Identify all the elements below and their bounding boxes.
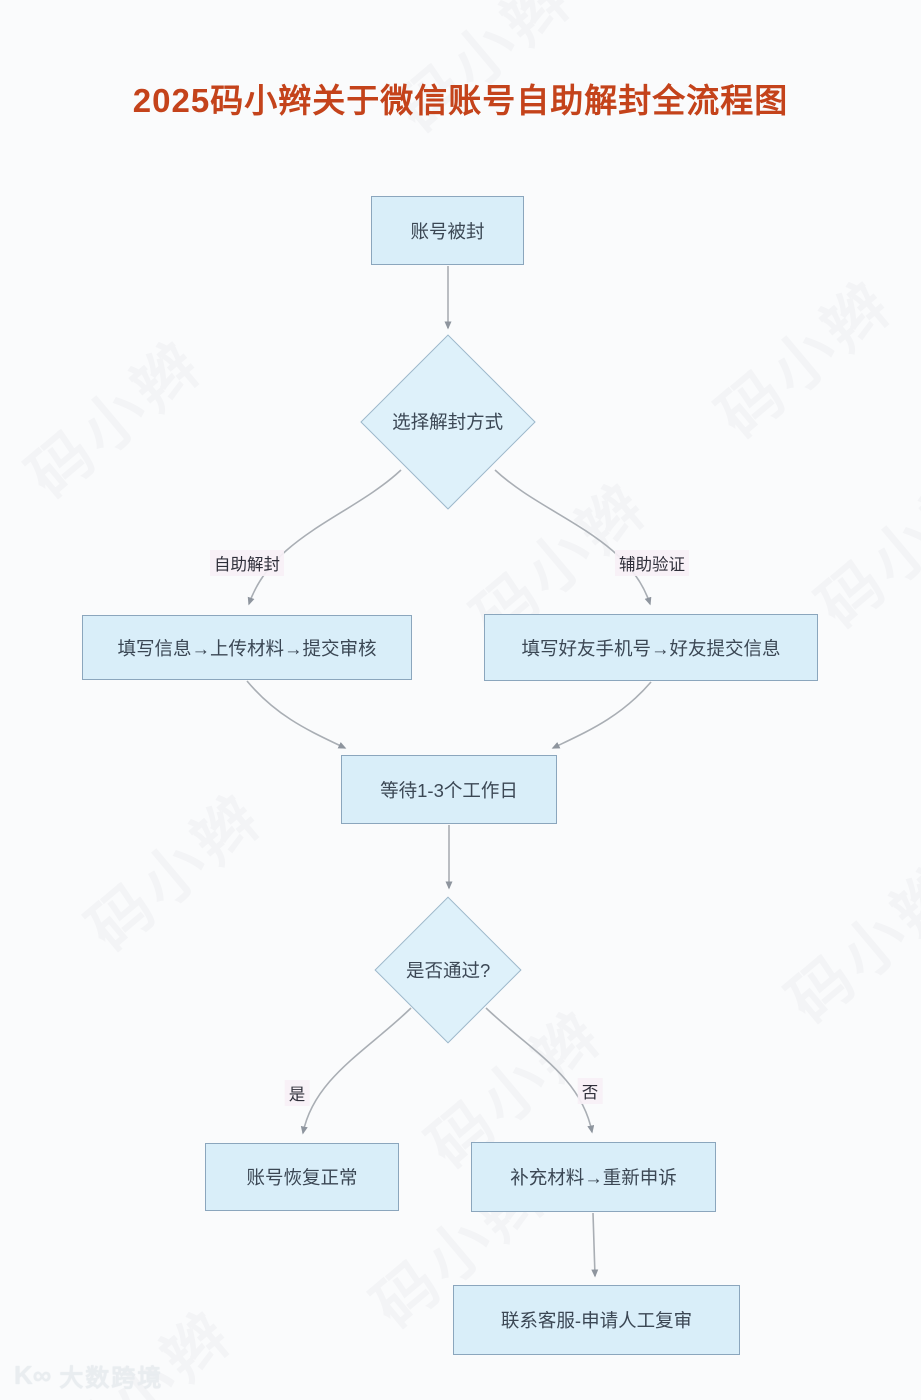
edge-label-assist: 辅助验证 <box>615 550 689 576</box>
brand-watermark-label: 大数跨境 <box>59 1365 164 1392</box>
node-contact-support: 联系客服-申请人工复审 <box>453 1285 740 1355</box>
edge-assist-to-wait <box>551 681 652 749</box>
node-resubmit: 补充材料→重新申诉 <box>471 1142 716 1212</box>
brand-watermark: K∞ 大数跨境 <box>14 1358 163 1393</box>
edge-label-self-service: 自助解封 <box>210 550 284 576</box>
node-account-banned: 账号被封 <box>371 196 524 265</box>
node-wait: 等待1-3个工作日 <box>341 755 557 824</box>
node-decision-pass-label: 是否通过? <box>405 959 491 981</box>
edge-decision2-no <box>485 1007 595 1134</box>
edge-resubmit-to-contact <box>591 1212 599 1278</box>
brand-logo-icon: K∞ <box>14 1360 52 1390</box>
node-recovered: 账号恢复正常 <box>205 1143 399 1211</box>
edge-decision2-yes <box>300 1007 412 1135</box>
node-assist-steps: 填写好友手机号→好友提交信息 <box>484 614 818 681</box>
page-title: 2025码小辫关于微信账号自助解封全流程图 <box>132 82 789 119</box>
node-self-service-steps: 填写信息→上传材料→提交审核 <box>82 615 412 680</box>
edge-label-no: 否 <box>577 1078 603 1104</box>
node-decision-choose-method-label: 选择解封方式 <box>392 411 504 433</box>
edge-label-yes: 是 <box>284 1080 310 1106</box>
edge-self-to-wait <box>246 680 347 749</box>
edge-decision1-to-self <box>247 469 402 606</box>
edge-decision1-to-assist <box>494 469 652 606</box>
